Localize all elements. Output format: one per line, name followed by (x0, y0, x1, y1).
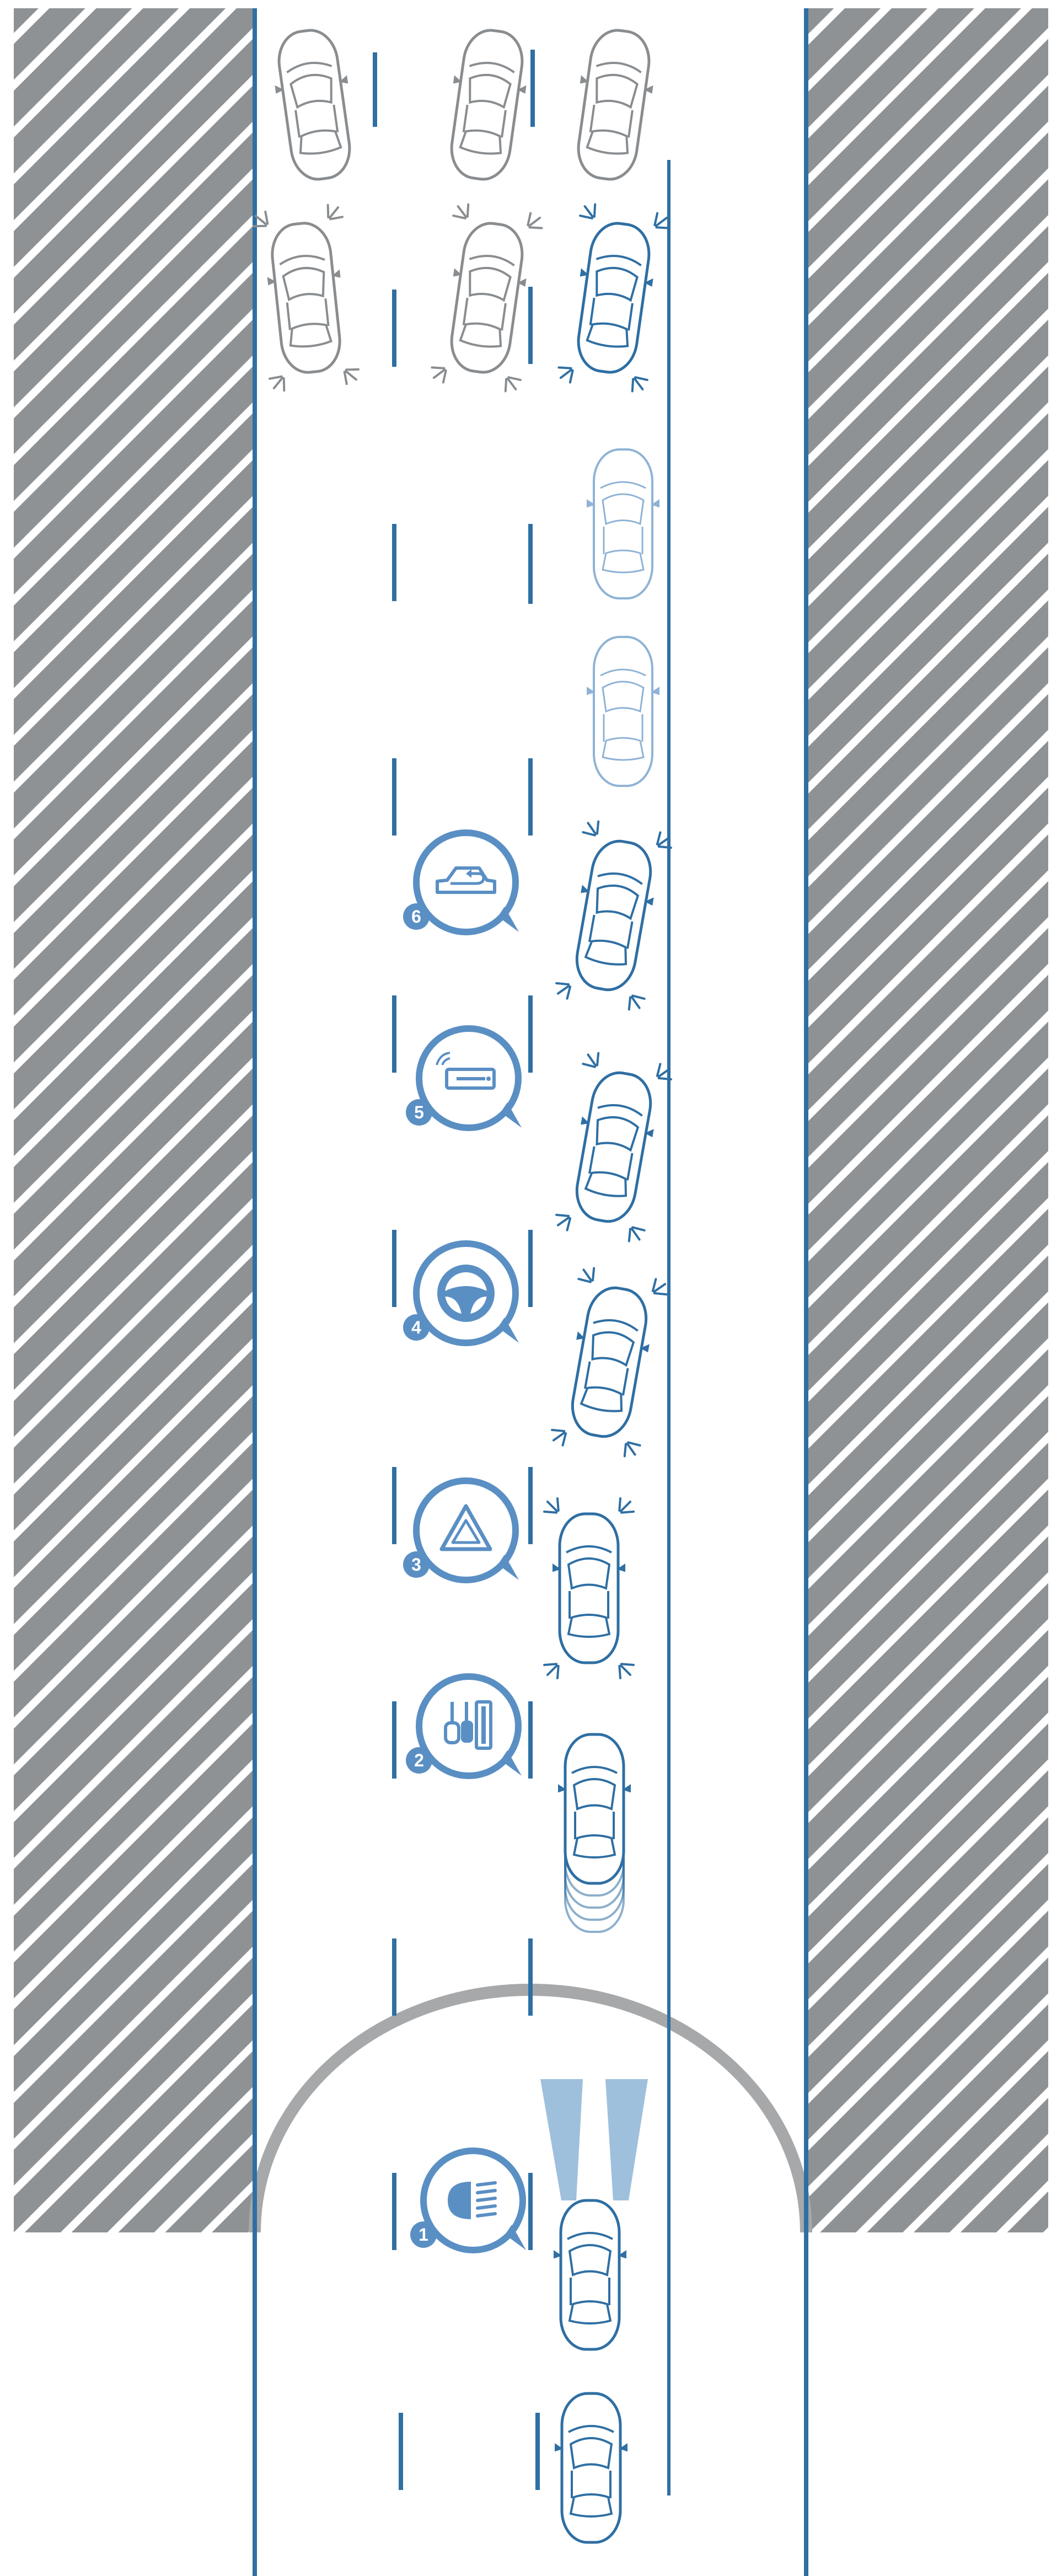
step-number: 1 (419, 2225, 428, 2245)
car-driving-blue (555, 2393, 627, 2542)
tunnel-wall-right (806, 8, 1048, 2232)
step-number: 5 (414, 1102, 424, 1122)
step-3-bubble: 3 (403, 1481, 519, 1580)
step-4-bubble: 4 (403, 1244, 519, 1343)
car-blinking-gray (430, 202, 544, 393)
step-2-bubble: 2 (406, 1677, 522, 1776)
tunnel-wall-left (14, 8, 253, 2232)
steps-layer: 1 2 3 4 5 6 (403, 833, 526, 2250)
car-blinking-blue (557, 202, 671, 393)
car-parked-gray (441, 26, 533, 183)
step-5-bubble: 5 (406, 1029, 522, 1128)
steering-wheel-icon (437, 1265, 495, 1322)
step-number-badge: 6 (403, 903, 430, 930)
step-number-badge: 2 (406, 1747, 432, 1774)
car-decelerating-blue (559, 1734, 630, 1932)
step-6-bubble: 6 (403, 833, 519, 932)
headlight-beams (540, 2079, 648, 2200)
step-number: 2 (414, 1750, 424, 1770)
step-number-badge: 1 (410, 2221, 437, 2248)
car-parked-gray (269, 26, 360, 183)
car-blinking-blue (554, 819, 673, 1011)
car-blinking-blue (554, 1051, 673, 1243)
step-number: 3 (411, 1555, 421, 1574)
car-faded-light-blue (587, 449, 659, 598)
step-number-badge: 4 (403, 1314, 430, 1341)
car-blinking-blue (544, 1498, 634, 1678)
car-headlights-blue (554, 2200, 626, 2349)
step-number-badge: 3 (403, 1551, 430, 1578)
step-1-bubble: 1 (410, 2151, 526, 2250)
step-number: 6 (411, 907, 421, 926)
car-blinking-gray (252, 203, 360, 392)
step-number: 4 (411, 1318, 421, 1337)
step-number-badge: 5 (406, 1099, 432, 1126)
car-parked-gray (568, 26, 659, 183)
car-faded-light-blue (587, 637, 659, 786)
car-blinking-blue (550, 1266, 669, 1458)
